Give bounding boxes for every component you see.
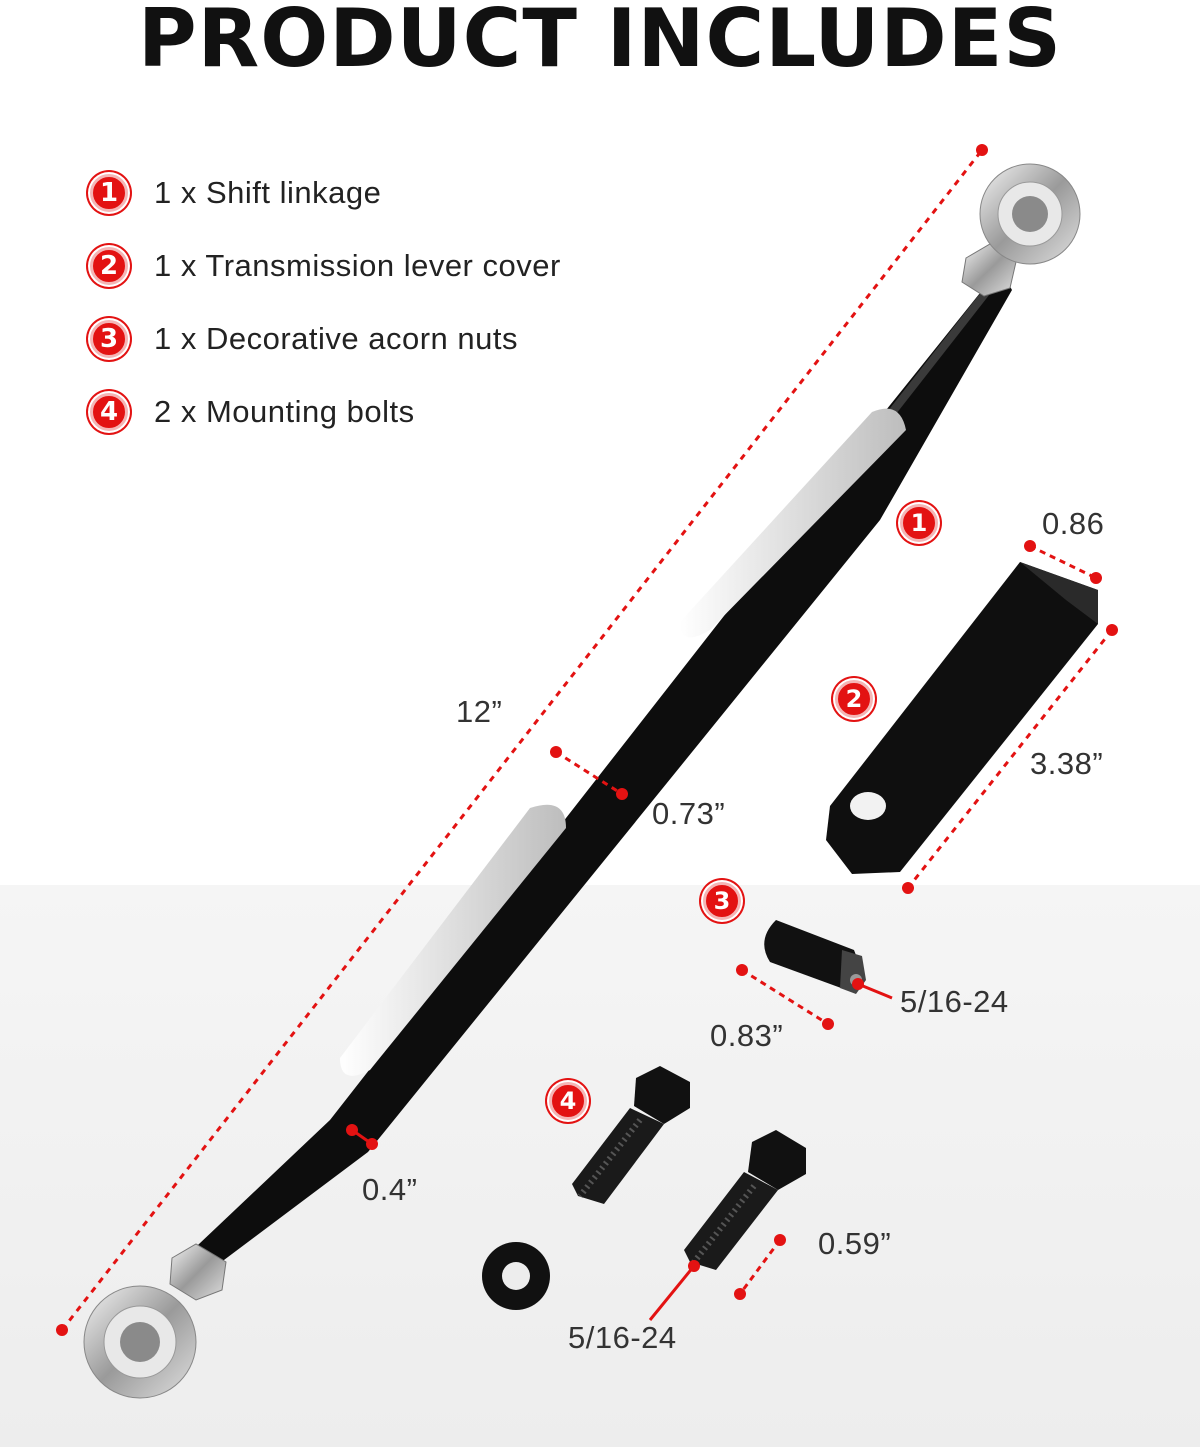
width-label: 0.73” <box>652 796 726 831</box>
dimension-dot <box>774 1234 786 1246</box>
nut-length-dimension-line <box>741 968 829 1026</box>
acorn-nut <box>764 920 866 994</box>
number-badge: 3 <box>90 320 128 358</box>
list-item: 4 2 x Mounting bolts <box>90 389 561 435</box>
bolt-length-dimension-line <box>738 1239 782 1295</box>
shift-linkage <box>83 163 1081 1399</box>
width-dimension-line <box>555 750 623 796</box>
mounting-bolt <box>684 1130 806 1270</box>
number-badge: 4 <box>90 393 128 431</box>
dimension-dot <box>346 1124 358 1136</box>
number-badge: 1 <box>90 174 128 212</box>
list-item-label: 1 x Decorative acorn nuts <box>154 321 519 356</box>
page-title: PRODUCT INCLUDES <box>138 0 1062 85</box>
linkage-slot <box>340 804 566 1076</box>
callout-marker: 4 <box>549 1082 587 1120</box>
mounting-bolt <box>572 1066 690 1204</box>
dimension-dot <box>1024 540 1036 552</box>
callout-marker: 1 <box>900 504 938 542</box>
dimension-dot <box>852 978 864 990</box>
nut-length-label: 0.83” <box>710 1018 784 1053</box>
dimension-dot <box>56 1324 68 1336</box>
cover-length-label: 3.38” <box>1030 746 1104 781</box>
bolt-thread-leader <box>648 1265 696 1321</box>
bolt-thread-label: 5/16-24 <box>568 1320 677 1355</box>
dimension-dot <box>822 1018 834 1030</box>
dimension-dot <box>550 746 562 758</box>
cover-width-label: 0.86 <box>1042 506 1105 541</box>
list-item-label: 1 x Transmission lever cover <box>154 248 561 283</box>
contents-list: 1 1 x Shift linkage 2 1 x Transmission l… <box>90 170 561 462</box>
list-item: 3 1 x Decorative acorn nuts <box>90 316 561 362</box>
dimension-dot <box>736 964 748 976</box>
dimension-dot <box>366 1138 378 1150</box>
linkage-slot <box>680 408 906 638</box>
dimension-dot <box>976 144 988 156</box>
length-label: 12” <box>456 694 503 729</box>
callout-marker: 3 <box>703 882 741 920</box>
bolt-length-label: 0.59” <box>818 1226 892 1261</box>
dimension-dot <box>734 1288 746 1300</box>
nut-thread-leader <box>857 982 893 1000</box>
list-item-label: 1 x Shift linkage <box>154 175 382 210</box>
end-width-label: 0.4” <box>362 1172 418 1207</box>
dimension-dot <box>902 882 914 894</box>
number-badge: 2 <box>90 247 128 285</box>
lever-cover <box>826 562 1098 874</box>
list-item: 2 1 x Transmission lever cover <box>90 243 561 289</box>
nut-thread-label: 5/16-24 <box>900 984 1009 1019</box>
callout-marker: 2 <box>835 680 873 718</box>
list-item: 1 1 x Shift linkage <box>90 170 561 216</box>
dimension-dot <box>616 788 628 800</box>
dimension-dot <box>688 1260 700 1272</box>
length-dimension-line <box>60 149 984 1331</box>
dimension-dot <box>1090 572 1102 584</box>
cover-width-dimension-line <box>1029 544 1097 580</box>
list-item-label: 2 x Mounting bolts <box>154 394 415 429</box>
dimension-dot <box>1106 624 1118 636</box>
